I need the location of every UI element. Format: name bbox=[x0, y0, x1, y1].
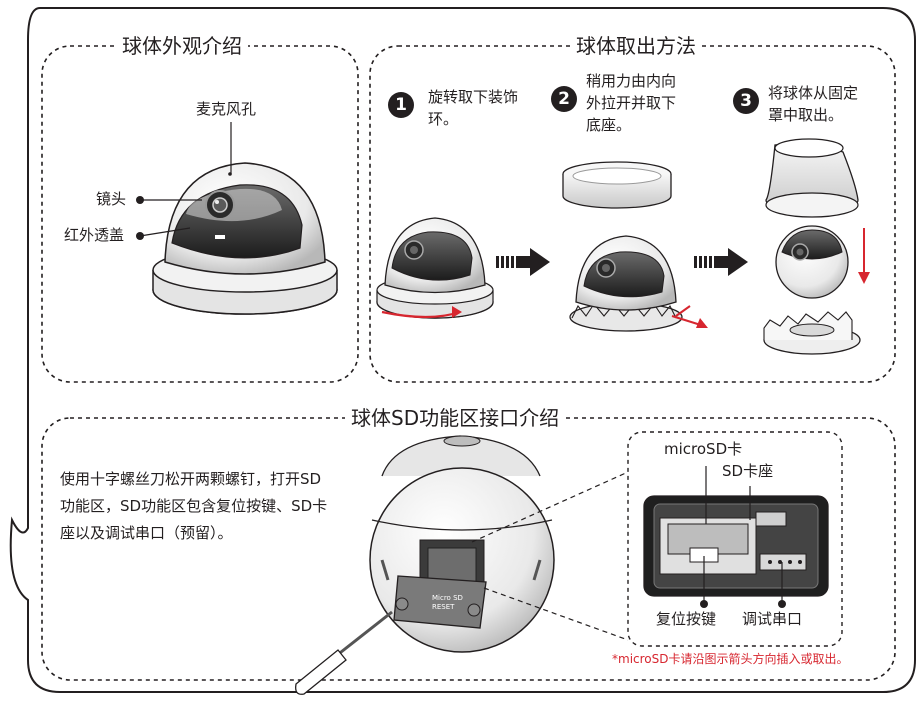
step-arrow-1 bbox=[496, 248, 550, 276]
step-arrow-2 bbox=[694, 248, 748, 276]
label-sd-slot: SD卡座 bbox=[722, 462, 774, 480]
cover-text-1: Micro SD bbox=[432, 594, 463, 602]
step-badge-1: 1 bbox=[388, 92, 414, 118]
section-title-removal: 球体取出方法 bbox=[570, 34, 702, 59]
screwdriver bbox=[295, 610, 393, 695]
outer-frame bbox=[9, 7, 916, 693]
step-badge-3: 3 bbox=[733, 88, 759, 114]
label-microsd-card: microSD卡 bbox=[664, 440, 743, 458]
step-text-3: 将球体从固定罩中取出。 bbox=[768, 84, 859, 124]
microsd-note: *microSD卡请沿图示箭头方向插入或取出。 bbox=[612, 652, 849, 666]
label-lens: 镜头 bbox=[96, 190, 127, 208]
step2-camera bbox=[562, 161, 708, 332]
cover-text-2: RESET bbox=[432, 603, 455, 611]
dome-camera-appearance bbox=[152, 162, 338, 315]
label-reset-button: 复位按键 bbox=[656, 610, 717, 628]
section-title-sd-area: 球体SD功能区接口介绍 bbox=[345, 406, 566, 431]
step3-camera bbox=[763, 138, 870, 355]
sd-closeup bbox=[643, 495, 829, 597]
section-title-appearance: 球体外观介绍 bbox=[116, 34, 248, 59]
sd-area-box bbox=[41, 417, 896, 681]
step-text-1: 旋转取下装饰环。 bbox=[428, 88, 519, 128]
step1-camera bbox=[376, 217, 494, 319]
sd-description: 使用十字螺丝刀松开两颗螺钉，打开SD功能区，SD功能区包含复位按键、SD卡座以及… bbox=[60, 470, 328, 542]
step-text-2: 稍用力由内向外拉开并取下底座。 bbox=[586, 72, 677, 134]
label-debug-port: 调试串口 bbox=[742, 610, 803, 628]
sd-camera: Micro SD RESET bbox=[369, 435, 555, 653]
label-ir-cover: 红外透盖 bbox=[64, 226, 125, 244]
step-badge-2: 2 bbox=[551, 86, 577, 112]
label-mic-hole: 麦克风孔 bbox=[196, 100, 257, 118]
